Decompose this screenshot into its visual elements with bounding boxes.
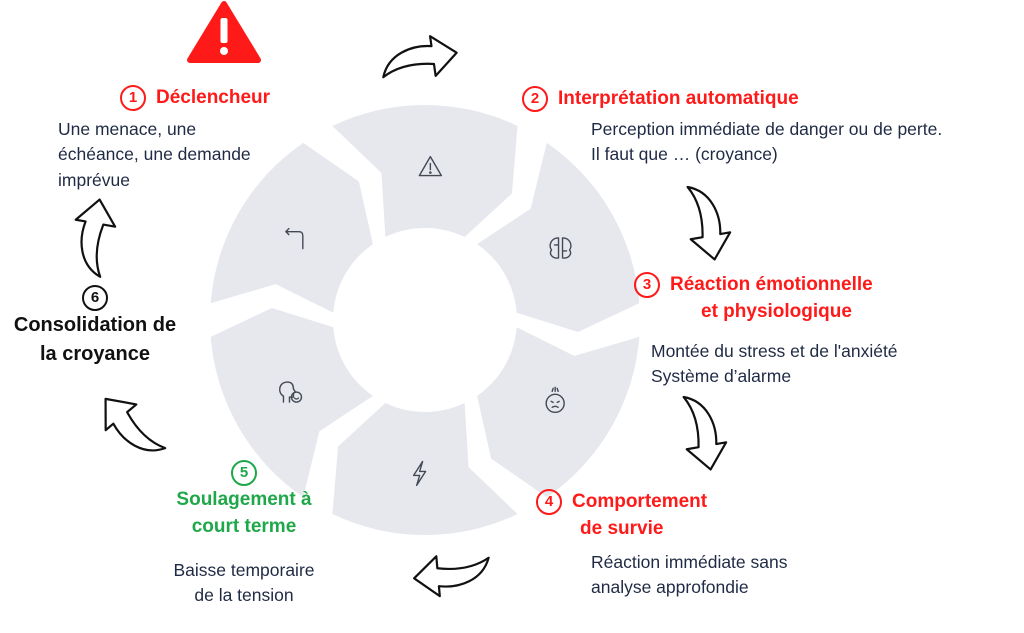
step-1-title-text: Déclencheur <box>156 87 271 109</box>
step-4-desc-line: Réaction immédiate sans <box>591 552 788 572</box>
step-4-description: Réaction immédiate sans analyse approfon… <box>591 550 787 601</box>
step-5-title-line2: court terme <box>191 515 297 537</box>
step-6-title-line2: la croyance <box>39 342 151 365</box>
step-1-desc-line: Une menace, une <box>58 119 197 139</box>
step-1-title: 1 Déclencheur <box>120 85 270 111</box>
curved-arrow-icon <box>382 35 458 79</box>
curved-arrow-icon <box>74 198 117 278</box>
step-2-number: 2 <box>522 86 548 112</box>
step-6-title: 6 Consolidation de la croyance <box>0 283 190 368</box>
curved-arrow-icon <box>104 397 167 452</box>
warning-triangle-icon <box>187 1 261 63</box>
ring-segment-4 <box>332 403 518 536</box>
ring-segment-1 <box>332 105 518 237</box>
step-3-title-text: Réaction émotionnelle <box>670 274 873 296</box>
step-2-desc-line: Perception immédiate de danger ou de per… <box>591 119 943 139</box>
return-arrow-icon <box>285 227 304 250</box>
stressed-face-icon <box>545 386 565 414</box>
step-6-number: 6 <box>82 284 108 311</box>
step-4-title-line2: de survie <box>580 517 664 539</box>
step-4-title-text: Comportement <box>572 491 708 513</box>
ring-segment-6 <box>210 142 373 313</box>
step-3-desc-line: Montée du stress et de l'anxiété <box>651 341 898 361</box>
step-3-title: 3 Réaction émotionnelle et physiologique <box>634 272 873 326</box>
step-2-title: 2 Interprétation automatique <box>522 86 799 112</box>
step-4-title: 4 Comportement de survie <box>536 489 707 543</box>
step-1-desc-line: imprévue <box>58 169 130 190</box>
step-1-description: Une menace, une échéance, une demande im… <box>58 117 251 193</box>
step-3-number: 3 <box>634 272 660 298</box>
step-5-title-text: Soulagement à <box>176 488 312 510</box>
step-2-description: Perception immédiate de danger ou de per… <box>591 117 942 168</box>
cycle-arrows <box>74 35 732 598</box>
step-1-desc-line: échéance, une demande <box>58 144 251 165</box>
step-5-title: 5 Soulagement à court terme <box>164 460 324 541</box>
step-3-desc-line: Système d’alarme <box>651 366 792 387</box>
step-4-desc-line: analyse approfondie <box>591 577 749 598</box>
step-1-number: 1 <box>120 85 146 111</box>
ring-segment-5 <box>210 307 373 498</box>
step-3-title-line2: et physiologique <box>701 300 852 322</box>
curved-arrow-icon <box>682 395 728 471</box>
step-5-description: Baisse temporaire de la tension <box>150 558 338 609</box>
brain-icon <box>549 237 572 259</box>
warning-icon <box>418 155 443 177</box>
step-6-title-text: Consolidation de <box>13 314 177 337</box>
curved-arrow-icon <box>413 555 490 598</box>
relief-head-icon <box>279 381 303 403</box>
segment-icons <box>279 155 572 487</box>
lightning-icon <box>412 460 427 487</box>
step-3-description: Montée du stress et de l'anxiété Système… <box>651 339 898 390</box>
step-5-number: 5 <box>231 460 257 486</box>
curved-arrow-icon <box>686 185 732 261</box>
step-2-desc-line: Il faut que … (croyance) <box>591 144 778 165</box>
step-5-desc-line: Baisse temporaire <box>173 560 315 580</box>
step-2-title-text: Interprétation automatique <box>558 88 799 110</box>
step-4-number: 4 <box>536 489 562 515</box>
step-5-desc-line: de la tension <box>194 585 294 606</box>
